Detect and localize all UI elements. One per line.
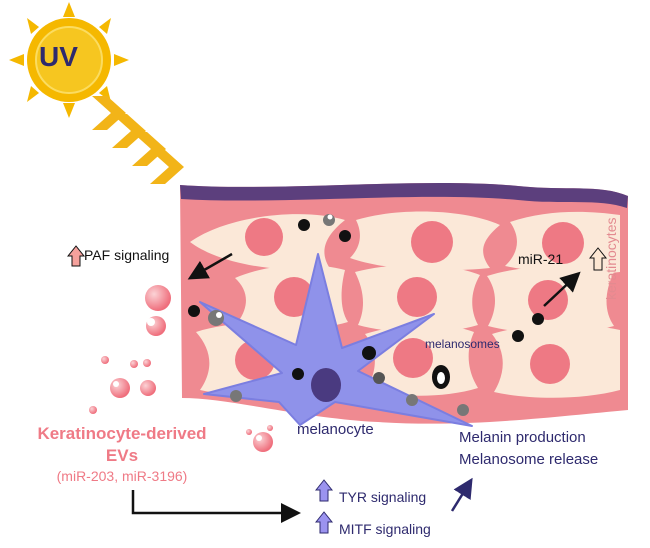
melanosome-icon (188, 214, 544, 416)
melanocyte-cell (199, 253, 473, 427)
keratinocyte-evs-title: Keratinocyte-derived EVs (37, 424, 207, 465)
melanocyte-nucleus (311, 368, 341, 402)
sun-icon (9, 2, 129, 118)
mitf-signaling-label: MITF signaling (339, 521, 431, 537)
melanosomes-label: melanosomes (425, 337, 500, 351)
keratinocytes-label: keratinocytes (603, 217, 619, 300)
keratinocyte-evs-mirs: (miR-203, miR-3196) (56, 468, 188, 484)
melanin-production-label: Melanin production (459, 429, 586, 446)
melanocyte-label: melanocyte (297, 421, 374, 438)
extracellular-vesicle-icon (89, 285, 273, 452)
tyr-signaling-label: TYR signaling (339, 489, 427, 505)
up-arrow-icon (66, 245, 608, 534)
mir21-label: miR-21 (518, 251, 564, 267)
paf-signaling-label: PAF signaling (84, 247, 170, 263)
uv-label: UV (39, 41, 78, 72)
arrow-icon (450, 477, 473, 512)
keratinocyte-nuclei (235, 218, 584, 384)
chevron-rays-icon (92, 96, 184, 184)
melanosome-release-label: Melanosome release (459, 451, 599, 468)
arrow-icon (131, 252, 581, 523)
